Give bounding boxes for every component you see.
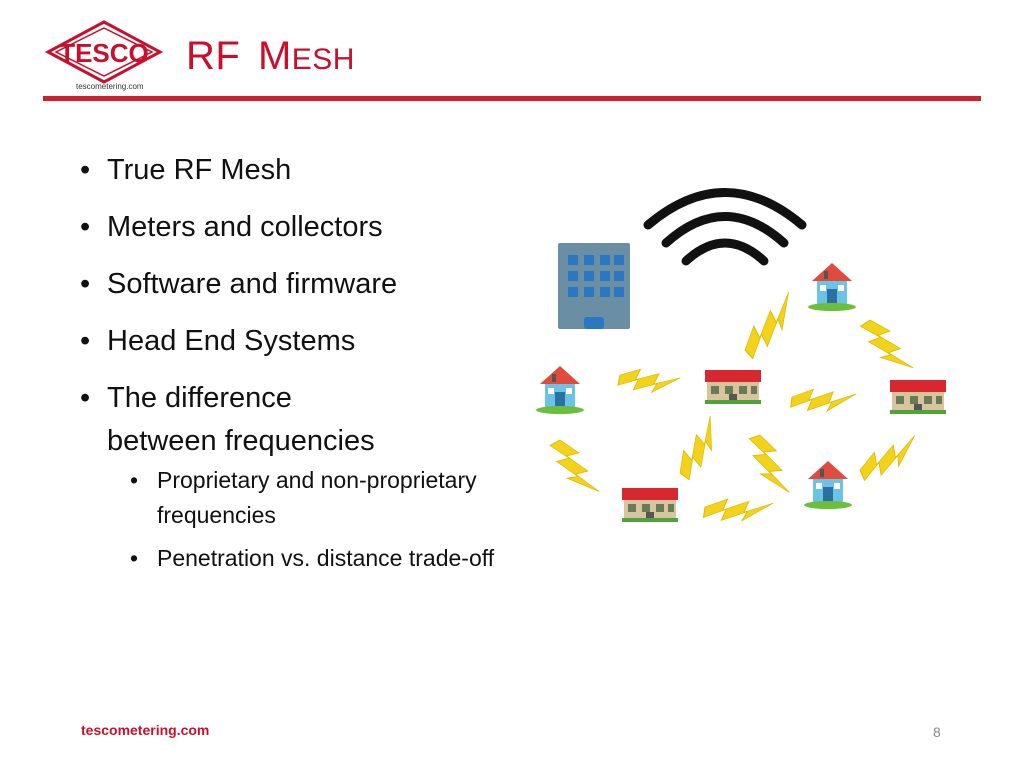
bullet-label: Head End Systems [107, 325, 356, 357]
title-part: ESH [291, 43, 355, 76]
footer-url: tescometering.com [81, 722, 210, 738]
title-part: RF [186, 34, 241, 78]
sub-bullet-item: Proprietary and non-proprietary frequenc… [130, 463, 560, 533]
bullet-item: Meters and collectors [80, 209, 560, 245]
sub-bullet-label: Proprietary and non-proprietary [157, 467, 477, 493]
logo-url: tescometering.com [76, 82, 144, 91]
title-part: M [257, 34, 292, 78]
bullet-label: True RF Mesh [107, 154, 292, 186]
bullet-label: between frequencies [107, 425, 375, 457]
page-number: 8 [933, 724, 941, 740]
bullet-item: Software and firmware [80, 266, 560, 302]
sub-bullet-label: frequencies [157, 502, 276, 528]
tesco-logo: TESCO [44, 18, 164, 96]
bullet-label: Software and firmware [107, 268, 398, 300]
bullet-label: Meters and collectors [107, 211, 383, 243]
bullet-item: True RF Mesh [80, 152, 560, 188]
bullet-item: Head End Systems [80, 323, 560, 359]
wifi-signal-icon [643, 188, 807, 266]
rf-mesh-graphic [530, 185, 960, 530]
sub-bullet-item: Penetration vs. distance trade-off [130, 541, 560, 576]
office-building-icon [558, 243, 630, 329]
logo-wordmark: TESCO [59, 38, 149, 68]
bullet-label: The difference [107, 382, 292, 414]
page-title: RF MESH [186, 32, 355, 84]
bullet-list: True RF Mesh Meters and collectors Softw… [80, 152, 560, 584]
sub-bullet-label: Penetration vs. distance trade-off [157, 545, 495, 571]
bullet-item: The difference between frequencies [80, 380, 560, 459]
header-divider [43, 96, 981, 101]
